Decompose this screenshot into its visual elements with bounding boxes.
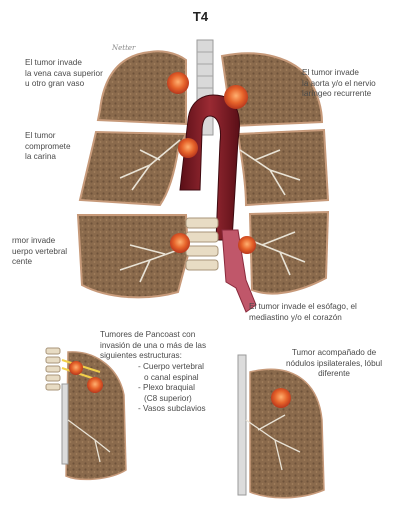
label-vertebral: rmor invade uerpo vertebral cente bbox=[12, 236, 67, 268]
list-item: (C8 superior) bbox=[138, 394, 206, 405]
label-vena-cava: El tumor invade la vena cava superior u … bbox=[25, 58, 103, 90]
tumor-nodule bbox=[271, 388, 291, 408]
label-esophagus: El tumor invade el esófago, el mediastin… bbox=[249, 302, 357, 323]
list-item: o canal espinal bbox=[138, 373, 206, 384]
left-lung-lower-lobe bbox=[78, 215, 188, 297]
label-pancoast-intro: Tumores de Pancoast con invasión de una … bbox=[100, 330, 206, 362]
figure-title: T4 bbox=[0, 9, 401, 24]
right-lung-lower-lobe bbox=[250, 212, 328, 294]
tumor-vertebral bbox=[170, 233, 190, 253]
tumor-vena-cava bbox=[167, 72, 189, 94]
left-lung-middle-lobe bbox=[80, 132, 186, 205]
label-aorta: El tumor invade la aorta y/o el nervio l… bbox=[302, 68, 376, 100]
vertebral-column bbox=[186, 218, 218, 270]
list-item: - Vasos subclavios bbox=[138, 404, 206, 415]
list-item: - Plexo braquial bbox=[138, 383, 206, 394]
tumor-pancoast-2 bbox=[87, 377, 103, 393]
signature: Netter bbox=[111, 44, 136, 52]
tumor-esophagus bbox=[238, 236, 256, 254]
label-nodules: Tumor acompañado de nódulos ipsilaterale… bbox=[286, 348, 382, 380]
tumor-aorta bbox=[224, 85, 248, 109]
label-carina: El tumor compromete la carina bbox=[25, 131, 71, 163]
list-item: - Cuerpo vertebral bbox=[138, 362, 206, 373]
tumor-carina bbox=[178, 138, 198, 158]
tumor-pancoast-1 bbox=[69, 361, 83, 375]
right-lung-middle-lobe bbox=[238, 130, 328, 205]
pancoast-structures-list: - Cuerpo vertebral o canal espinal - Ple… bbox=[138, 362, 206, 415]
pancoast-figure bbox=[46, 348, 126, 479]
